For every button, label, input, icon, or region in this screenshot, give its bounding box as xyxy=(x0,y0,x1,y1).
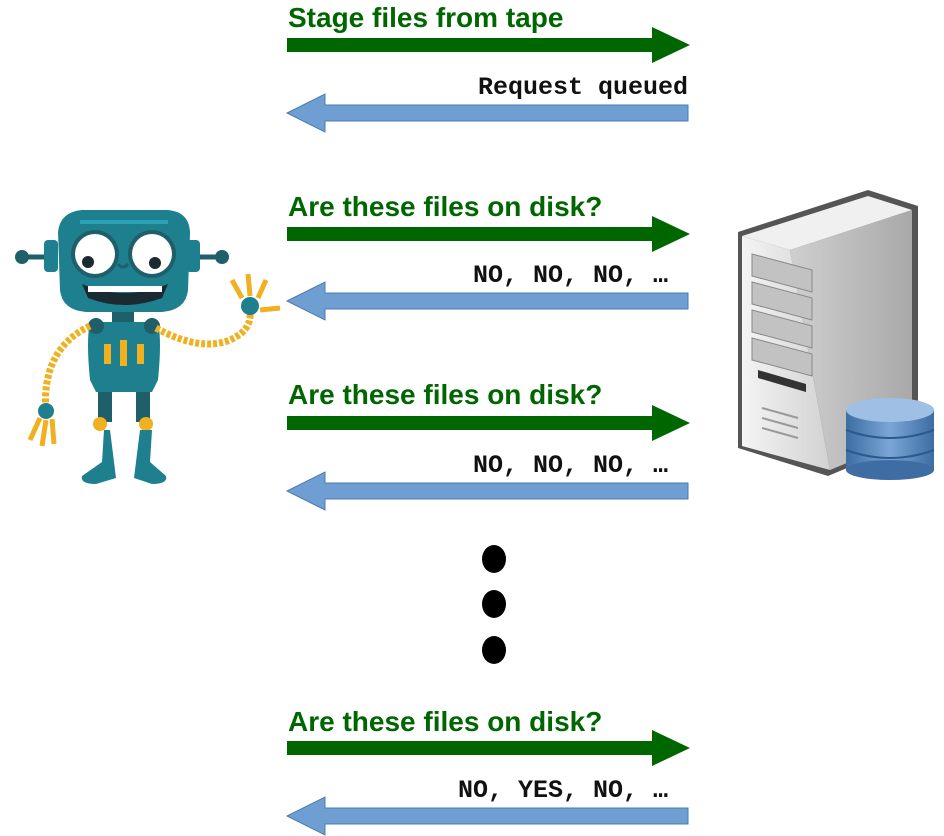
request-arrow-2 xyxy=(287,216,690,252)
response-label-4: NO, YES, NO, … xyxy=(457,776,668,805)
database-icon xyxy=(845,398,935,480)
response-arrow-2 xyxy=(285,281,689,321)
request-label-2: Are these files on disk? xyxy=(288,191,603,222)
robot-icon xyxy=(15,210,281,484)
response-arrow-3 xyxy=(285,471,689,511)
request-label-1: Stage files from tape xyxy=(288,2,564,33)
request-label-4: Are these files on disk? xyxy=(288,706,603,737)
vertical-ellipsis-icon xyxy=(482,545,506,664)
request-label-3: Are these files on disk? xyxy=(288,379,603,410)
request-arrow-4 xyxy=(287,730,690,766)
response-label-1: Request queued xyxy=(477,73,688,102)
response-label-2: NO, NO, NO, … xyxy=(472,261,668,290)
response-arrow-1 xyxy=(285,93,689,133)
response-arrow-4 xyxy=(285,796,689,836)
response-label-3: NO, NO, NO, … xyxy=(472,451,668,480)
request-arrow-3 xyxy=(287,405,690,441)
request-arrow-1 xyxy=(287,27,690,63)
